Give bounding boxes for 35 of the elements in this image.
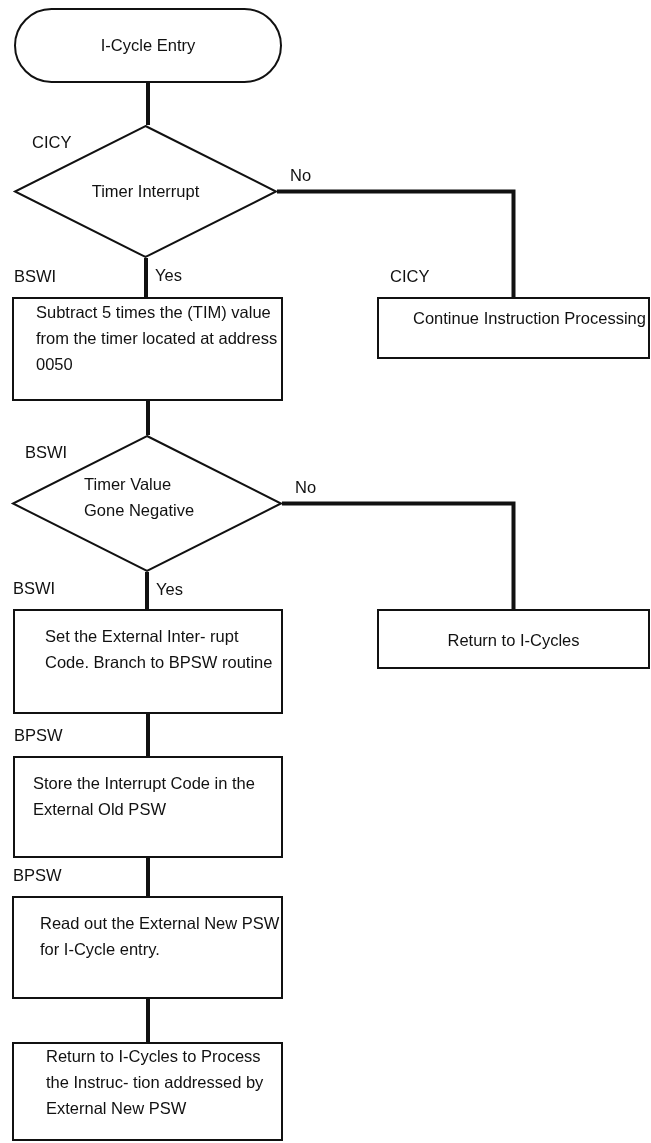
node-text: Store the Interrupt Code in the External Old PSW bbox=[33, 773, 256, 820]
node-text: Set the External Inter- rupt Code. Branch to BPSW routine bbox=[45, 626, 274, 673]
connector-line bbox=[146, 401, 150, 435]
node-text: Continue Instruction Processing bbox=[413, 308, 647, 329]
node-text: Read out the External New PSW for I-Cycle entry. bbox=[40, 913, 280, 960]
routine-label: CICY bbox=[390, 267, 430, 286]
connector-line bbox=[144, 258, 148, 297]
node-text: Timer Interrupt bbox=[90, 181, 201, 202]
connector-line bbox=[146, 858, 150, 896]
process-box bbox=[13, 609, 283, 714]
node-text: I-Cycle Entry bbox=[99, 35, 197, 56]
process-box bbox=[12, 1042, 283, 1141]
process-box bbox=[12, 297, 283, 401]
routine-label: BSWI bbox=[14, 267, 57, 286]
connector-line bbox=[146, 714, 150, 756]
decision-diamond bbox=[12, 435, 282, 572]
connector-line bbox=[146, 83, 150, 125]
process-box bbox=[13, 756, 283, 858]
node-text: Return to I-Cycles bbox=[446, 630, 581, 651]
process-box bbox=[377, 297, 650, 359]
routine-label: BPSW bbox=[13, 866, 62, 885]
connector-line bbox=[282, 501, 516, 609]
node-text: Return to I-Cycles to Process the Instruc- tion addressed by External New PSW bbox=[46, 1046, 265, 1119]
routine-label: BSWI bbox=[13, 579, 56, 598]
routine-label: CICY bbox=[32, 133, 72, 152]
routine-label: BPSW bbox=[14, 726, 63, 745]
node-text: Subtract 5 times the (TIM) value from the timer located at address 0050 bbox=[36, 302, 279, 375]
connector-line bbox=[277, 189, 516, 297]
connector-line bbox=[146, 999, 150, 1042]
process-box bbox=[12, 896, 283, 999]
decision-diamond bbox=[14, 125, 277, 258]
process-box bbox=[377, 609, 650, 669]
routine-label: BSWI bbox=[25, 443, 68, 462]
node-text: Timer Value Gone Negative bbox=[84, 474, 196, 521]
connector-line bbox=[145, 572, 149, 609]
